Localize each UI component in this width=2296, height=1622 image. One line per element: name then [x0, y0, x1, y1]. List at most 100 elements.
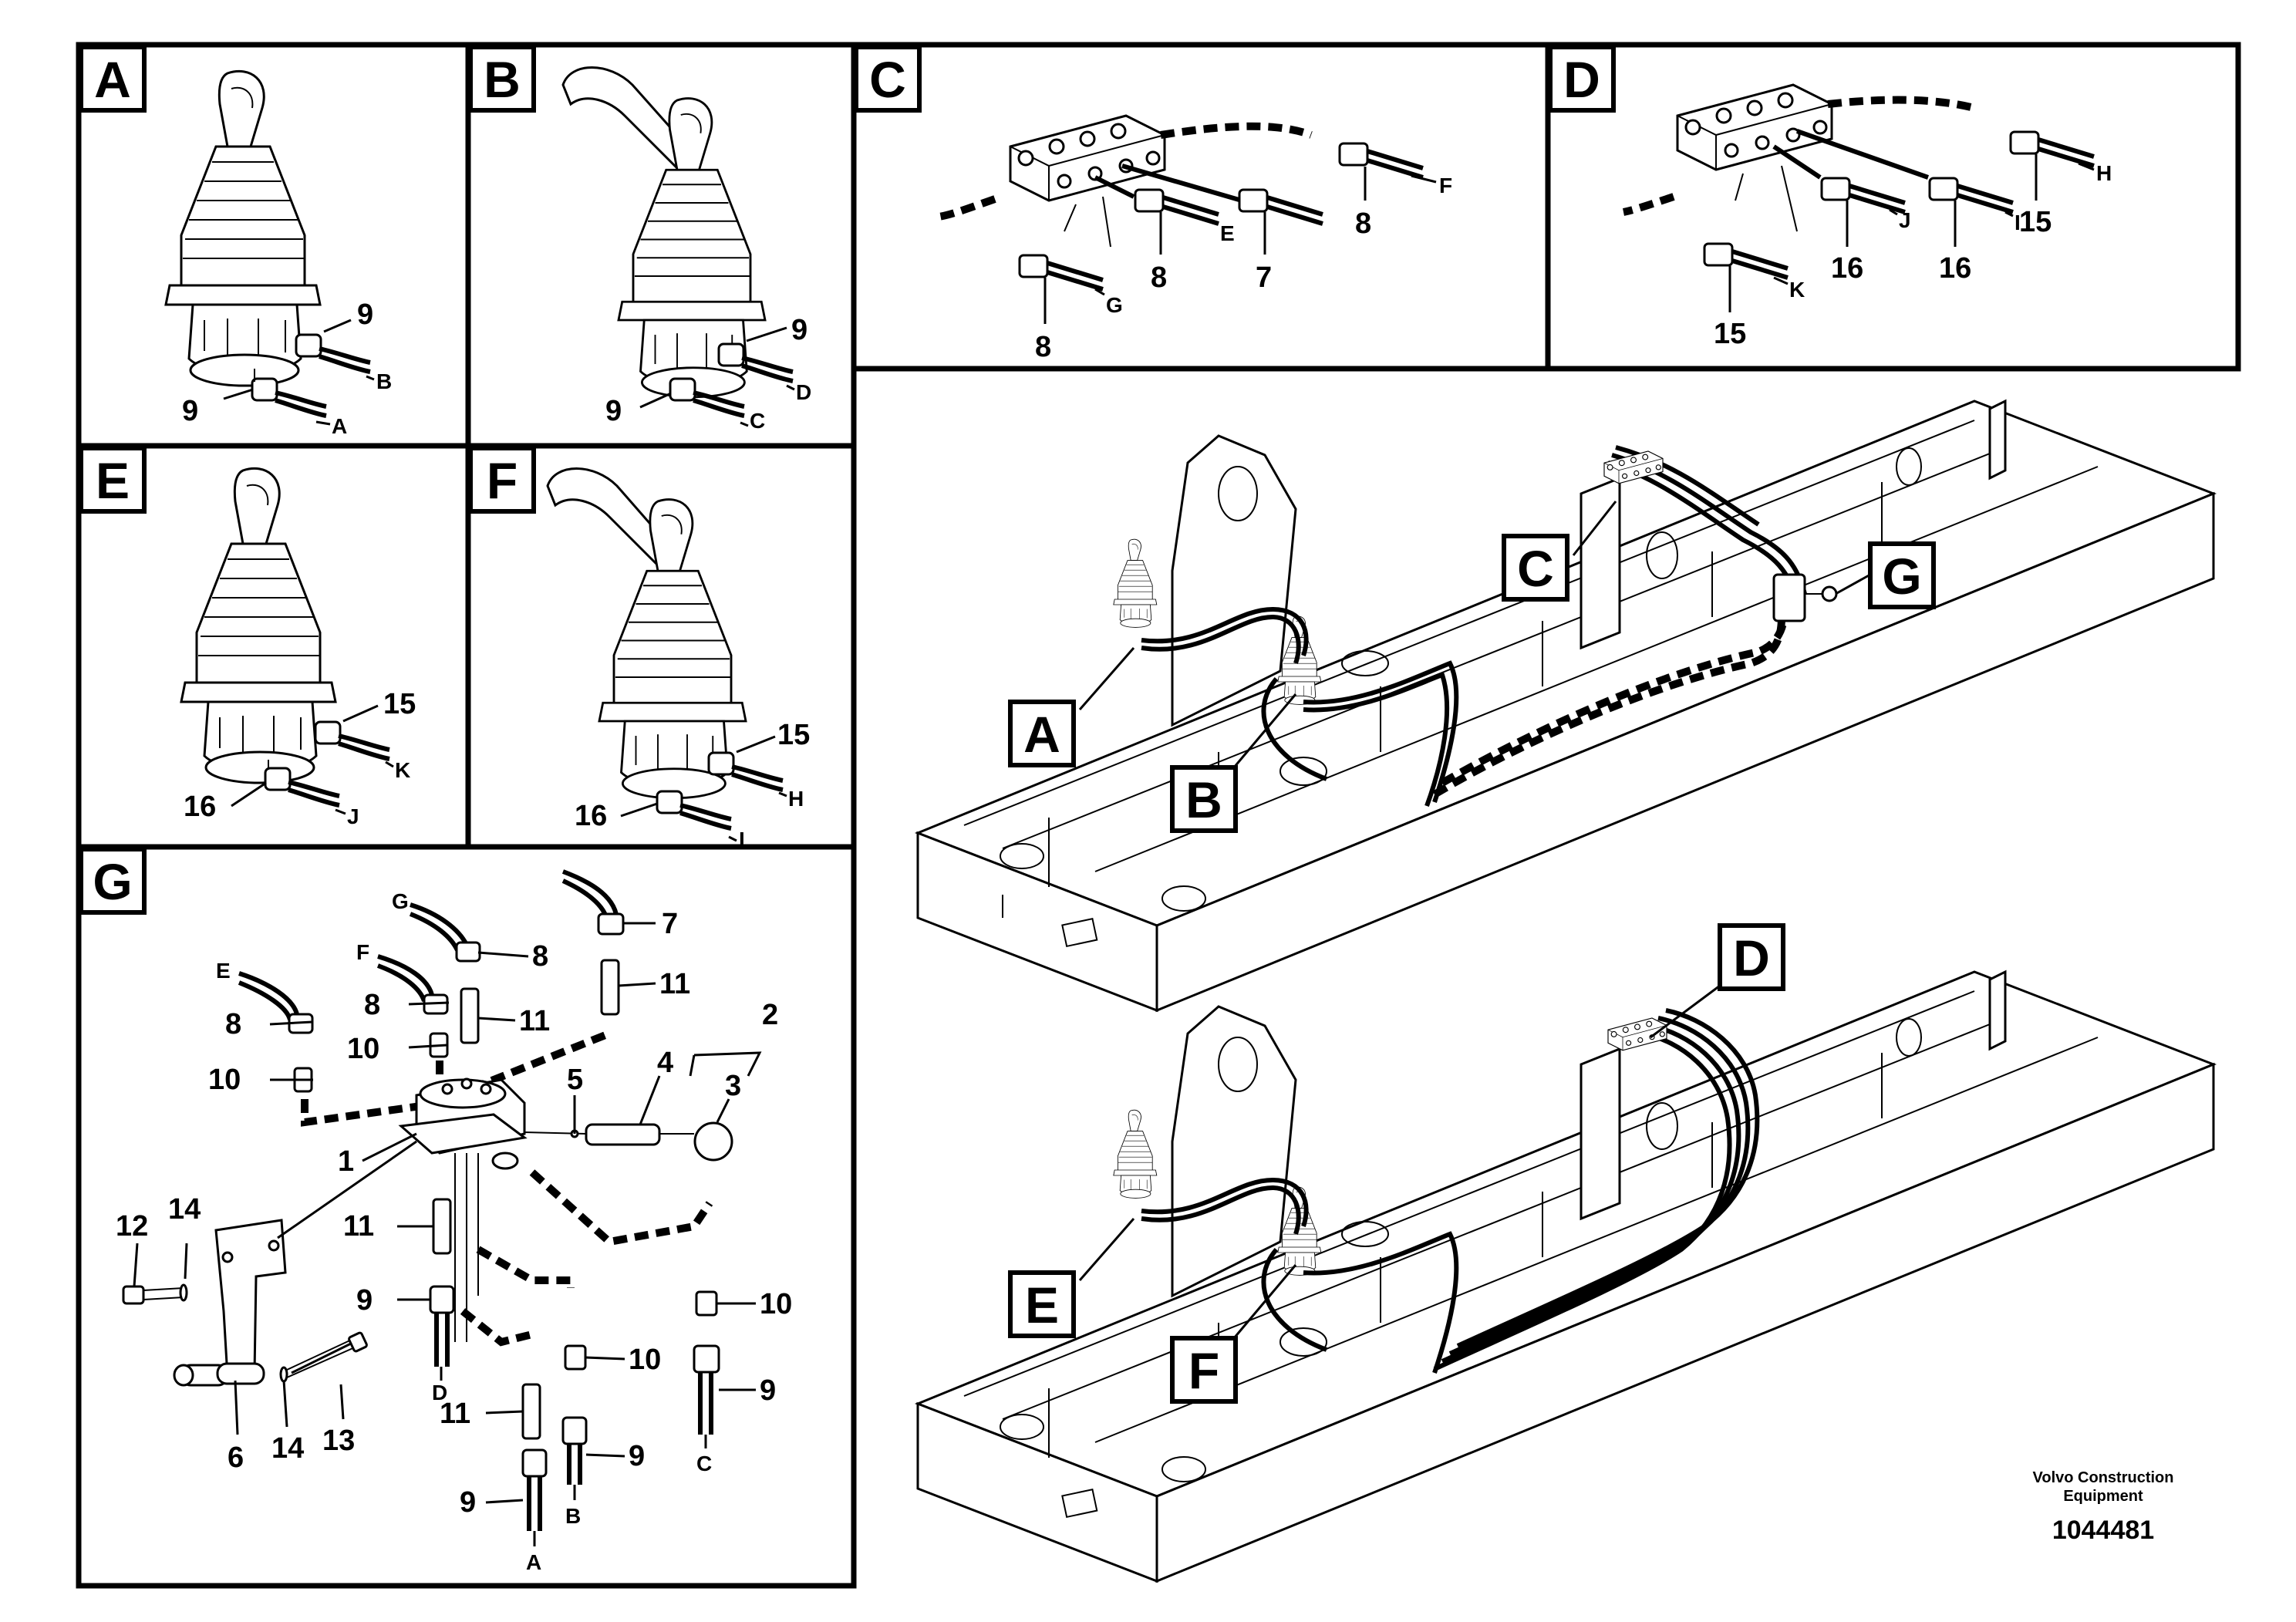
footer-brand-line2: Equipment [2063, 1488, 2143, 1505]
panel-g-callout-a: A [526, 1550, 541, 1574]
panel-e-callout-j: J [347, 804, 359, 828]
panel-g-callout-10-lower: 10 [629, 1344, 661, 1376]
panel-d-callout-i: I [2014, 211, 2021, 234]
footer-drawing-number: 1044481 [2052, 1516, 2154, 1545]
panel-f-badge: F [468, 446, 536, 514]
panel-g-callout-c: C [696, 1452, 712, 1475]
panel-g-callout-8-g: 8 [532, 940, 548, 973]
panel-c-callout-e: E [1220, 221, 1235, 245]
panel-g-callout-14-top: 14 [168, 1193, 201, 1226]
svg-text:G: G [1882, 548, 1921, 605]
panel-g-callout-4: 4 [657, 1047, 673, 1079]
svg-text:G: G [93, 853, 132, 910]
svg-text:B: B [484, 51, 521, 108]
panel-a-callout-b: B [376, 369, 392, 393]
panel-g-callout-f: F [356, 940, 369, 964]
panel-g-callout-9-right: 9 [760, 1374, 776, 1407]
panel-d-callout-k: K [1789, 278, 1805, 302]
panel-f-joystick [546, 467, 787, 842]
svg-text:D: D [1733, 929, 1770, 986]
panel-d-badge: D [1548, 45, 1616, 113]
panel-g-callout-7: 7 [662, 908, 678, 940]
panel-d-callout-15-k: 15 [1714, 318, 1746, 350]
panel-f-callout-i: I [739, 828, 745, 851]
panel-e-badge: E [79, 446, 147, 514]
panel-a-callout-a: A [332, 414, 347, 438]
panel-b-joystick [561, 66, 794, 427]
panel-d-callout-16-j: 16 [1831, 252, 1863, 285]
svg-text:A: A [1023, 706, 1060, 763]
panel-g-callout-11-left: 11 [343, 1210, 374, 1243]
panel-c-callout-7: 7 [1256, 261, 1272, 294]
panel-g-callout-d: D [432, 1381, 447, 1404]
svg-text:A: A [94, 51, 131, 108]
panel-g-callout-14-bottom: 14 [271, 1432, 304, 1465]
panel-a-joystick [164, 69, 375, 426]
panel-g-callout-1: 1 [338, 1145, 354, 1178]
panel-g-callout-5: 5 [567, 1064, 583, 1096]
panel-b-callout-d: D [796, 380, 811, 404]
panel-g-callout-11-lower: 11 [440, 1398, 470, 1430]
panel-b-badge: B [468, 45, 536, 113]
panel-g-callout-2: 2 [762, 999, 778, 1031]
overview-bottom-frame [914, 969, 2217, 1583]
panel-g-callout-b: B [565, 1504, 581, 1528]
panel-d-callout-15-h: 15 [2019, 206, 2052, 238]
panel-g-callout-12: 12 [116, 1210, 148, 1243]
panel-g-frame [76, 844, 857, 1589]
panel-g-callout-8-e: 8 [225, 1008, 241, 1040]
overview-badge-g: G [1835, 541, 1936, 609]
panel-c-callout-g: G [1106, 293, 1123, 317]
panel-c-callout-8-g: 8 [1035, 331, 1051, 363]
panel-g-callout-6: 6 [228, 1442, 244, 1474]
panel-g-callout-9-left: 9 [356, 1284, 373, 1317]
svg-text:D: D [1563, 51, 1600, 108]
panel-f-callout-h: H [788, 787, 804, 811]
panel-c-callout-8-e: 8 [1151, 261, 1167, 294]
overview-badge-f: F [1170, 1264, 1297, 1404]
panel-b-callout-9-lower: 9 [605, 395, 622, 427]
panel-e-callout-15: 15 [383, 688, 416, 720]
svg-text:C: C [1517, 540, 1554, 597]
panel-d-callout-h: H [2096, 161, 2112, 185]
panel-d-callout-j: J [1899, 208, 1911, 232]
panel-c-connector-block [932, 114, 1437, 324]
panel-a-callout-9-upper: 9 [357, 298, 373, 331]
panel-b-callout-9-upper: 9 [791, 314, 807, 346]
panel-g-callout-9-b: 9 [629, 1440, 645, 1472]
panel-g-valve-assembly [122, 869, 762, 1546]
panel-g-callout-e: E [216, 959, 231, 983]
svg-text:F: F [487, 452, 518, 509]
panel-g-callout-11-center: 11 [519, 1005, 550, 1037]
panel-a-callout-9-lower: 9 [182, 395, 198, 427]
overview-badge-d: D [1650, 923, 1785, 1039]
overview-top-frame [914, 399, 2217, 1013]
panel-e-callout-k: K [395, 758, 410, 782]
panel-g-callout-11-right: 11 [659, 968, 690, 1000]
panel-d-frame [1545, 42, 2241, 372]
footer-brand-line1: Volvo Construction [2033, 1469, 2174, 1486]
panel-g-callout-10-center: 10 [347, 1033, 379, 1065]
svg-text:B: B [1185, 771, 1222, 828]
panel-e-joystick [180, 467, 394, 815]
panel-f-callout-16: 16 [575, 800, 607, 832]
panel-d-connector-block [1622, 83, 2094, 312]
panel-c-callout-8-f: 8 [1355, 207, 1371, 240]
panel-c-callout-f: F [1439, 174, 1452, 197]
panel-a-badge: A [79, 45, 147, 113]
panel-d-callout-16-i: 16 [1939, 252, 1971, 285]
svg-text:F: F [1188, 1342, 1219, 1399]
panel-g-callout-10-left: 10 [208, 1064, 241, 1096]
panel-g-callout-g: G [392, 889, 409, 913]
panel-e-callout-16: 16 [184, 791, 216, 823]
panel-b-callout-c: C [750, 409, 765, 433]
panel-g-callout-8-f: 8 [364, 989, 380, 1021]
panel-f-callout-15: 15 [777, 719, 810, 751]
panel-g-callout-9-a: 9 [460, 1486, 476, 1519]
svg-text:C: C [869, 51, 906, 108]
overview-badge-c: C [1502, 501, 1617, 602]
svg-text:E: E [96, 452, 130, 509]
svg-text:E: E [1025, 1276, 1059, 1334]
panel-g-callout-13: 13 [322, 1425, 355, 1457]
